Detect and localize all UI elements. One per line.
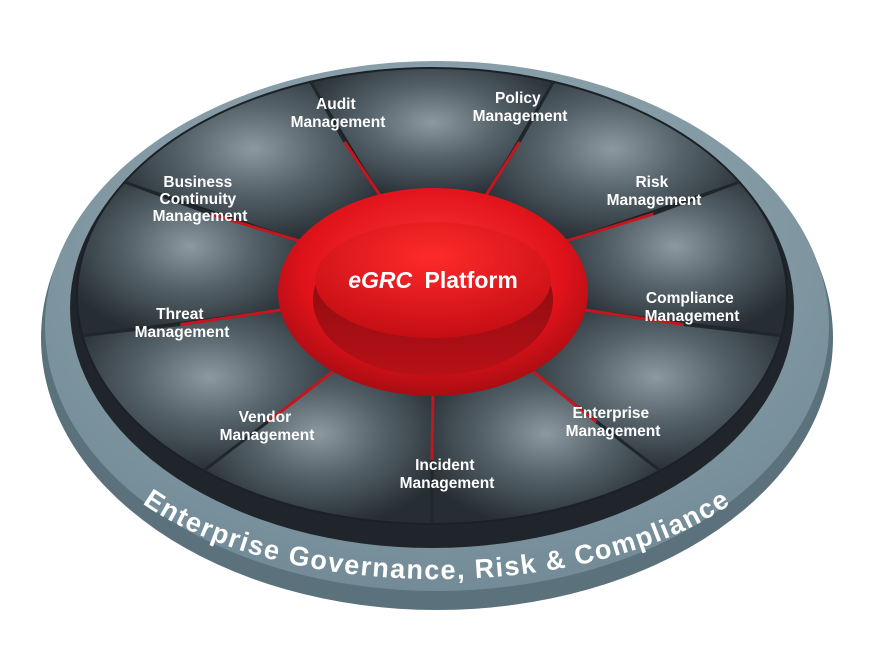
segment-divider-red [266,367,338,423]
segment-label-audit[interactable]: Audit Management [291,96,386,131]
segment-label-vendor[interactable]: Vendor Management [220,409,315,444]
hub-inner-top [315,222,551,338]
platform-hub[interactable]: eGRC Platform [278,188,588,396]
segment-divider-red [180,307,286,326]
hub-label-suffix: Platform [425,267,518,293]
segment-label-threat[interactable]: Threat Management [135,306,230,341]
segment-label-compliance[interactable]: Compliance Management [645,290,740,325]
segment-divider-dark [595,420,662,472]
segment-label-business-continuity[interactable]: Business Continuity Management [153,174,248,225]
segment-label-risk[interactable]: Risk Management [607,174,702,209]
segment-divider-red [528,367,598,423]
segment-divider-red [210,212,304,244]
segment-divider-dark [683,323,782,338]
segment-divider-dark [82,323,181,338]
segment-divider-dark [202,420,269,472]
hub-label-prefix: eGRC [348,267,412,293]
segment-divider-dark [652,180,740,216]
segment-labels: Policy Management Risk Management Compli… [135,90,740,492]
hub-label: eGRC Platform [348,267,518,293]
segment-divider-dark [124,180,212,216]
segment-divider-dark [518,81,555,143]
segment-divider-red [343,140,383,199]
segment-divider-red [580,307,684,326]
segment-group [76,67,788,526]
segment-label-policy[interactable]: Policy Management [473,90,568,125]
segment-divider-red [562,212,654,244]
segment-divider-red [483,140,521,199]
segment-divider-dark [309,81,346,143]
segment-label-incident[interactable]: Incident Management [400,457,495,492]
segment-divider-red [430,391,435,461]
segment-label-enterprise[interactable]: Enterprise Management [566,405,661,440]
